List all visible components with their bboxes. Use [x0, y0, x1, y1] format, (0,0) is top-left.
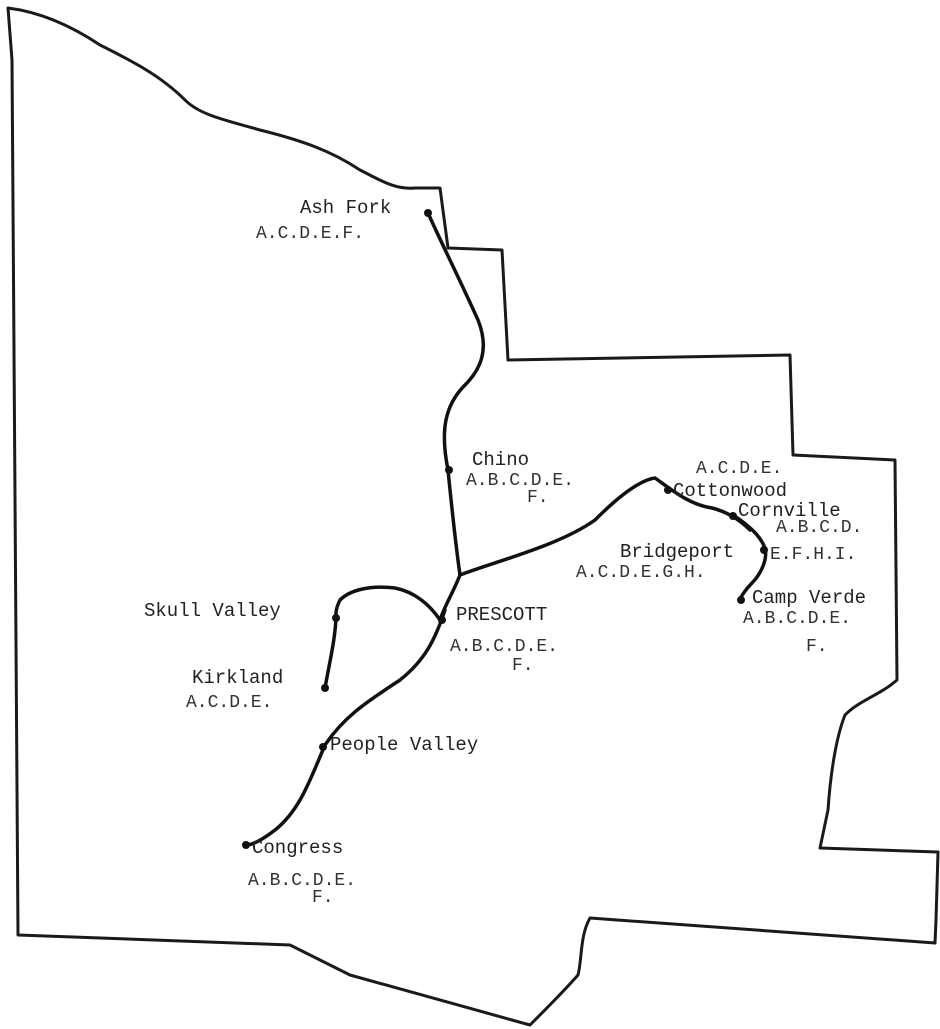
town-codes-chino: A.B.C.D.E. [466, 471, 574, 491]
town-label-bridgeport: Bridgeport [620, 541, 734, 563]
town-dot-cornville[interactable] [729, 512, 737, 520]
road-skullvalley-kirkland [323, 616, 338, 690]
town-label-cottonwood: Cottonwood [673, 480, 787, 502]
road-prescott-congress [244, 608, 447, 847]
town-dot-people-valley[interactable] [319, 743, 327, 751]
town-label-prescott: PRESCOTT [456, 604, 547, 626]
town-codes-cornville: A.B.C.D. [776, 518, 862, 538]
town-codes-camp-verde: A.B.C.D.E. [743, 609, 851, 629]
town-dot-cottonwood[interactable] [664, 486, 672, 494]
road-prescott-cottonwood [458, 476, 752, 577]
town-label-people-valley: People Valley [330, 734, 478, 756]
town-codes-congress: A.B.C.D.E. [248, 871, 356, 891]
road-ashfork-prescott [426, 211, 486, 622]
town-label-cornville: Cornville [738, 500, 841, 522]
town-label-congress: Congress [252, 837, 343, 859]
town-codes-kirkland: A.C.D.E. [186, 693, 272, 713]
town-label-skull-valley: Skull Valley [144, 600, 281, 622]
town-dot-prescott[interactable] [438, 616, 446, 624]
town-codes-cornville-2: E.F.H.I. [770, 545, 856, 565]
town-dot-skull-valley[interactable] [332, 614, 340, 622]
town-label-chino: Chino [472, 449, 529, 471]
town-dot-kirkland[interactable] [321, 684, 329, 692]
town-codes-camp-verde-2: F. [806, 637, 828, 657]
county-boundary [6, 6, 940, 1027]
town-label-ash-fork: Ash Fork [300, 197, 391, 219]
town-dot-bridgeport[interactable] [760, 546, 768, 554]
town-codes-prescott-2: F. [512, 656, 534, 676]
town-dot-congress[interactable] [242, 841, 250, 849]
town-dot-ash-fork[interactable] [424, 209, 432, 217]
town-codes-prescott: A.B.C.D.E. [450, 637, 558, 657]
town-codes-ash-fork: A.C.D.E.F. [256, 224, 364, 244]
road-prescott-skullvalley [334, 585, 442, 622]
town-label-kirkland: Kirkland [192, 667, 283, 689]
town-codes-cottonwood: A.C.D.E. [696, 459, 782, 479]
town-codes-bridgeport: A.C.D.E.G.H. [576, 563, 706, 583]
town-codes-chino-2: F. [527, 488, 549, 508]
road-cornville-campverde [731, 513, 768, 602]
town-codes-congress-2: F. [312, 888, 334, 908]
town-label-camp-verde: Camp Verde [752, 587, 866, 609]
town-dot-chino[interactable] [445, 466, 453, 474]
town-dot-camp-verde[interactable] [737, 596, 745, 604]
